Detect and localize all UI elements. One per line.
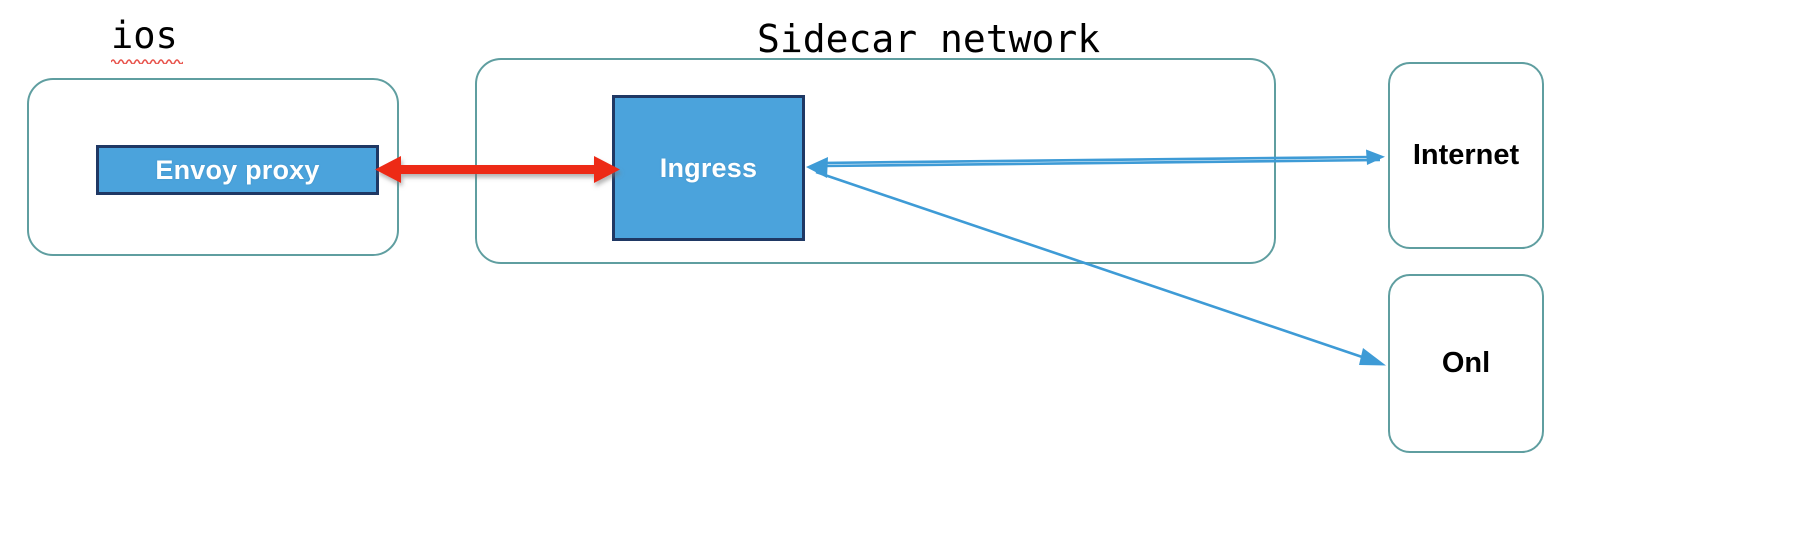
spellcheck-underline-icon — [111, 57, 183, 64]
ingress-node[interactable]: Ingress — [612, 95, 805, 241]
envoy-proxy-node[interactable]: Envoy proxy — [96, 145, 379, 195]
internet-node[interactable] — [1388, 62, 1544, 249]
sidecar-network-title: Sidecar network — [757, 17, 1101, 61]
envoy-proxy-label: Envoy proxy — [155, 154, 320, 185]
onl-node[interactable] — [1388, 274, 1544, 453]
sidecar-network-container[interactable] — [475, 58, 1276, 264]
ingress-label: Ingress — [659, 152, 758, 183]
ios-group-title: ios — [111, 14, 178, 57]
